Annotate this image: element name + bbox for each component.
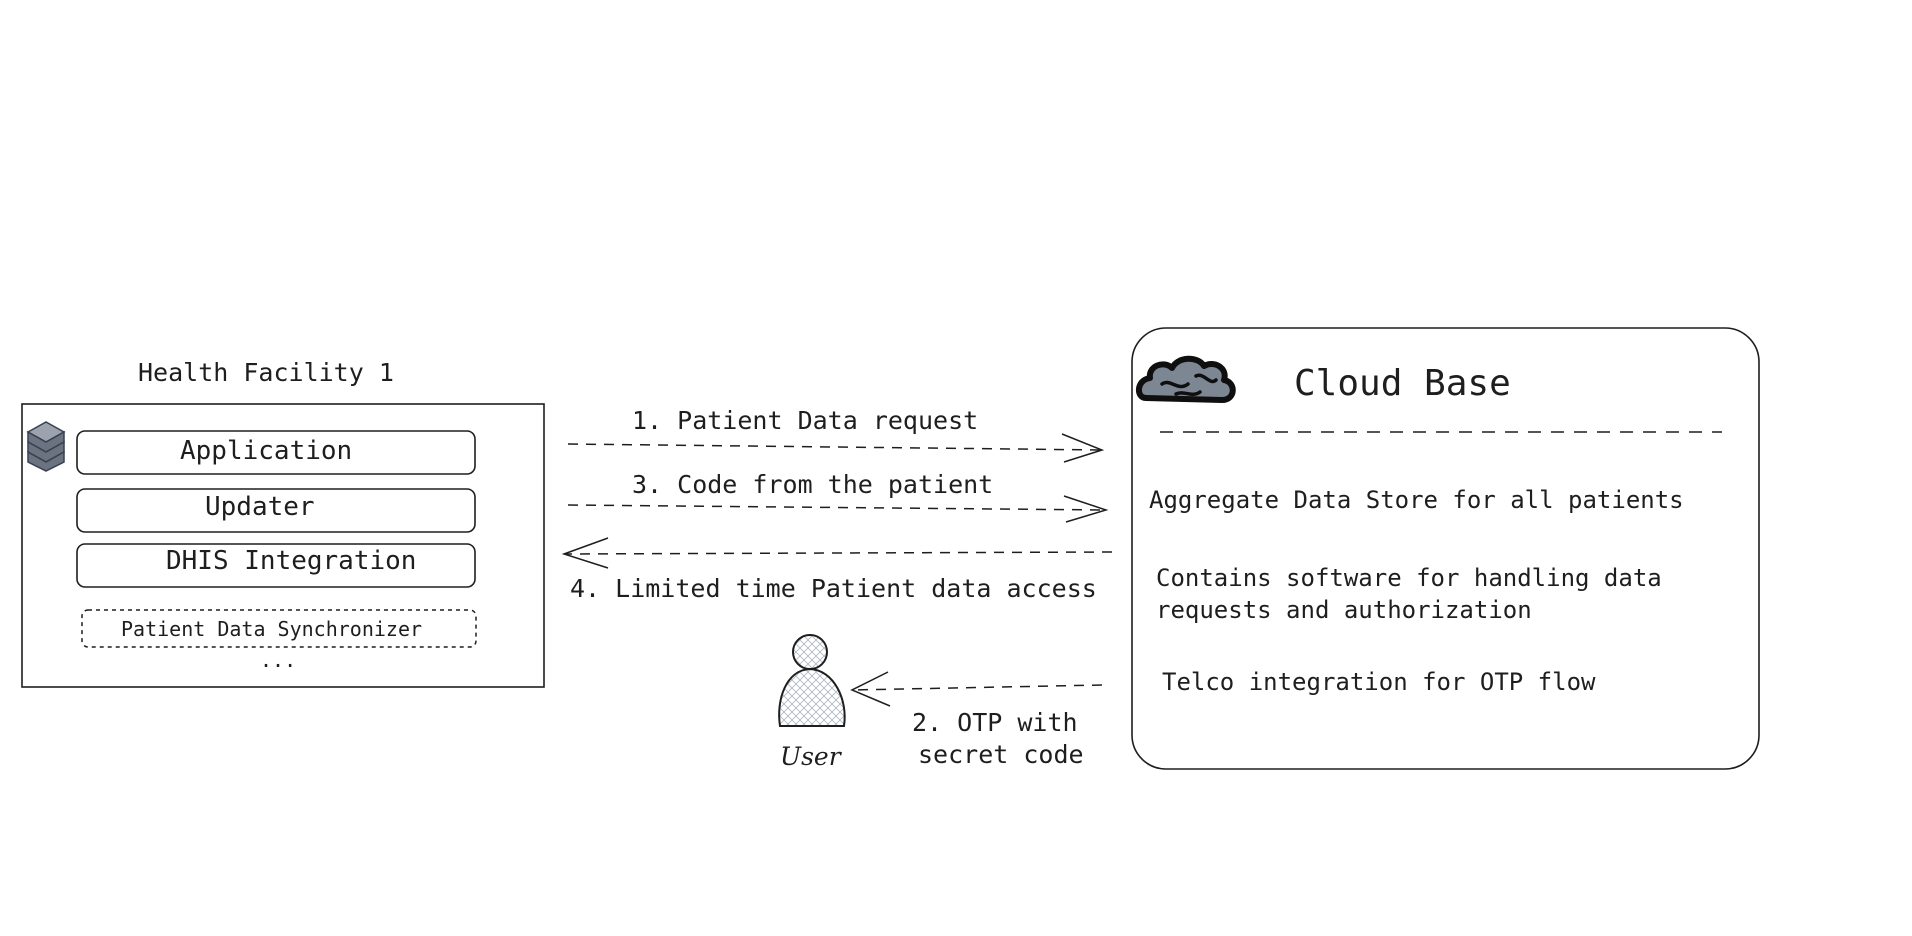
health-facility-box [21, 403, 545, 688]
updater-box [76, 488, 476, 533]
step3-label: 3. Code from the patient [632, 470, 994, 499]
database-stack-icon [26, 421, 66, 472]
application-label: Application [180, 436, 353, 466]
updater-label: Updater [205, 492, 315, 522]
cloud-title: Cloud Base [1294, 363, 1511, 404]
cloud-item-telco: Telco integration for OTP flow [1162, 668, 1596, 696]
more-components: ... [260, 648, 297, 672]
arrow-patient-data-request [567, 433, 1105, 463]
arrow-code-from-patient [567, 495, 1109, 523]
synchronizer-label: Patient Data Synchronizer [121, 617, 423, 641]
health-facility-title: Health Facility 1 [138, 358, 394, 387]
cloud-item-data-store: Aggregate Data Store for all patients [1149, 486, 1684, 514]
cloud-item-software-line1: Contains software for handling data [1156, 564, 1662, 592]
arrow-otp-secret-code [850, 671, 1103, 707]
synchronizer-box [81, 609, 477, 648]
step1-label: 1. Patient Data request [632, 406, 979, 435]
application-box [76, 430, 476, 475]
cloud-base-box [1131, 327, 1760, 770]
cloud-item-software-line2: requests and authorization [1156, 596, 1532, 624]
dhis-integration-box [76, 543, 476, 588]
step2-label-line1: 2. OTP with [912, 708, 1078, 737]
step2-label-line2: secret code [918, 740, 1084, 769]
user-icon [778, 634, 846, 727]
arrow-limited-time-access [561, 537, 1113, 569]
cloud-icon [1136, 355, 1236, 403]
user-label: User [780, 742, 841, 771]
dhis-integration-label: DHIS Integration [166, 546, 417, 576]
step4-label: 4. Limited time Patient data access [570, 574, 1097, 603]
